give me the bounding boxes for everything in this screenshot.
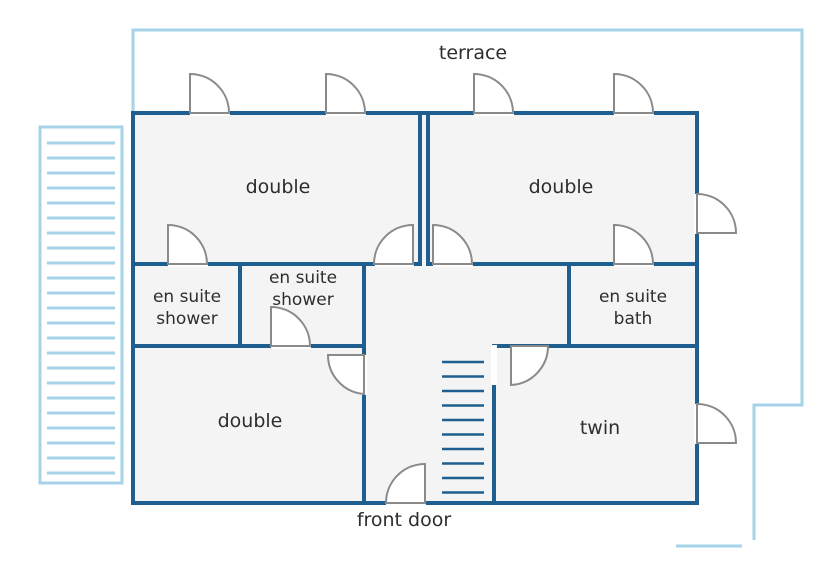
ensuite-3-label-line1: en suite [599,287,667,307]
ensuite-1-label-line2: shower [156,309,217,329]
ensuite-3-label-line2: bath [614,309,653,329]
ensuite-2-door[interactable] [270,305,312,349]
bedroom-bottom-left-door[interactable] [326,354,367,396]
front-door[interactable] [384,462,426,506]
room-label-bottom-left: double [218,410,283,432]
terrace-label: terrace [439,42,507,64]
ensuite-1-label-line1: en suite [153,287,221,307]
right-door-upper[interactable] [694,192,738,234]
terrace-outline [131,28,804,540]
front-door-label: front door [357,509,452,531]
ensuite-3-door[interactable] [613,223,655,267]
hall-door-left[interactable] [372,223,414,267]
house-floor [133,113,697,503]
terrace-door-1[interactable] [189,72,231,116]
twin-door[interactable] [491,345,550,387]
hall-door-right[interactable] [432,223,474,267]
terrace-door-3[interactable] [473,72,515,116]
ensuite-2-label-line1: en suite [269,268,337,288]
decking [38,125,124,485]
right-door-lower[interactable] [694,402,738,444]
terrace-door-4[interactable] [613,72,655,116]
doors [167,72,738,506]
room-label-bottom-right: twin [580,417,620,439]
room-label-top-right: double [529,176,594,198]
ensuite-2-label-line2: shower [272,290,333,310]
room-label-top-left: double [246,176,311,198]
ensuite-1-door[interactable] [167,223,209,267]
terrace-door-2[interactable] [325,72,367,116]
staircase [442,360,484,494]
